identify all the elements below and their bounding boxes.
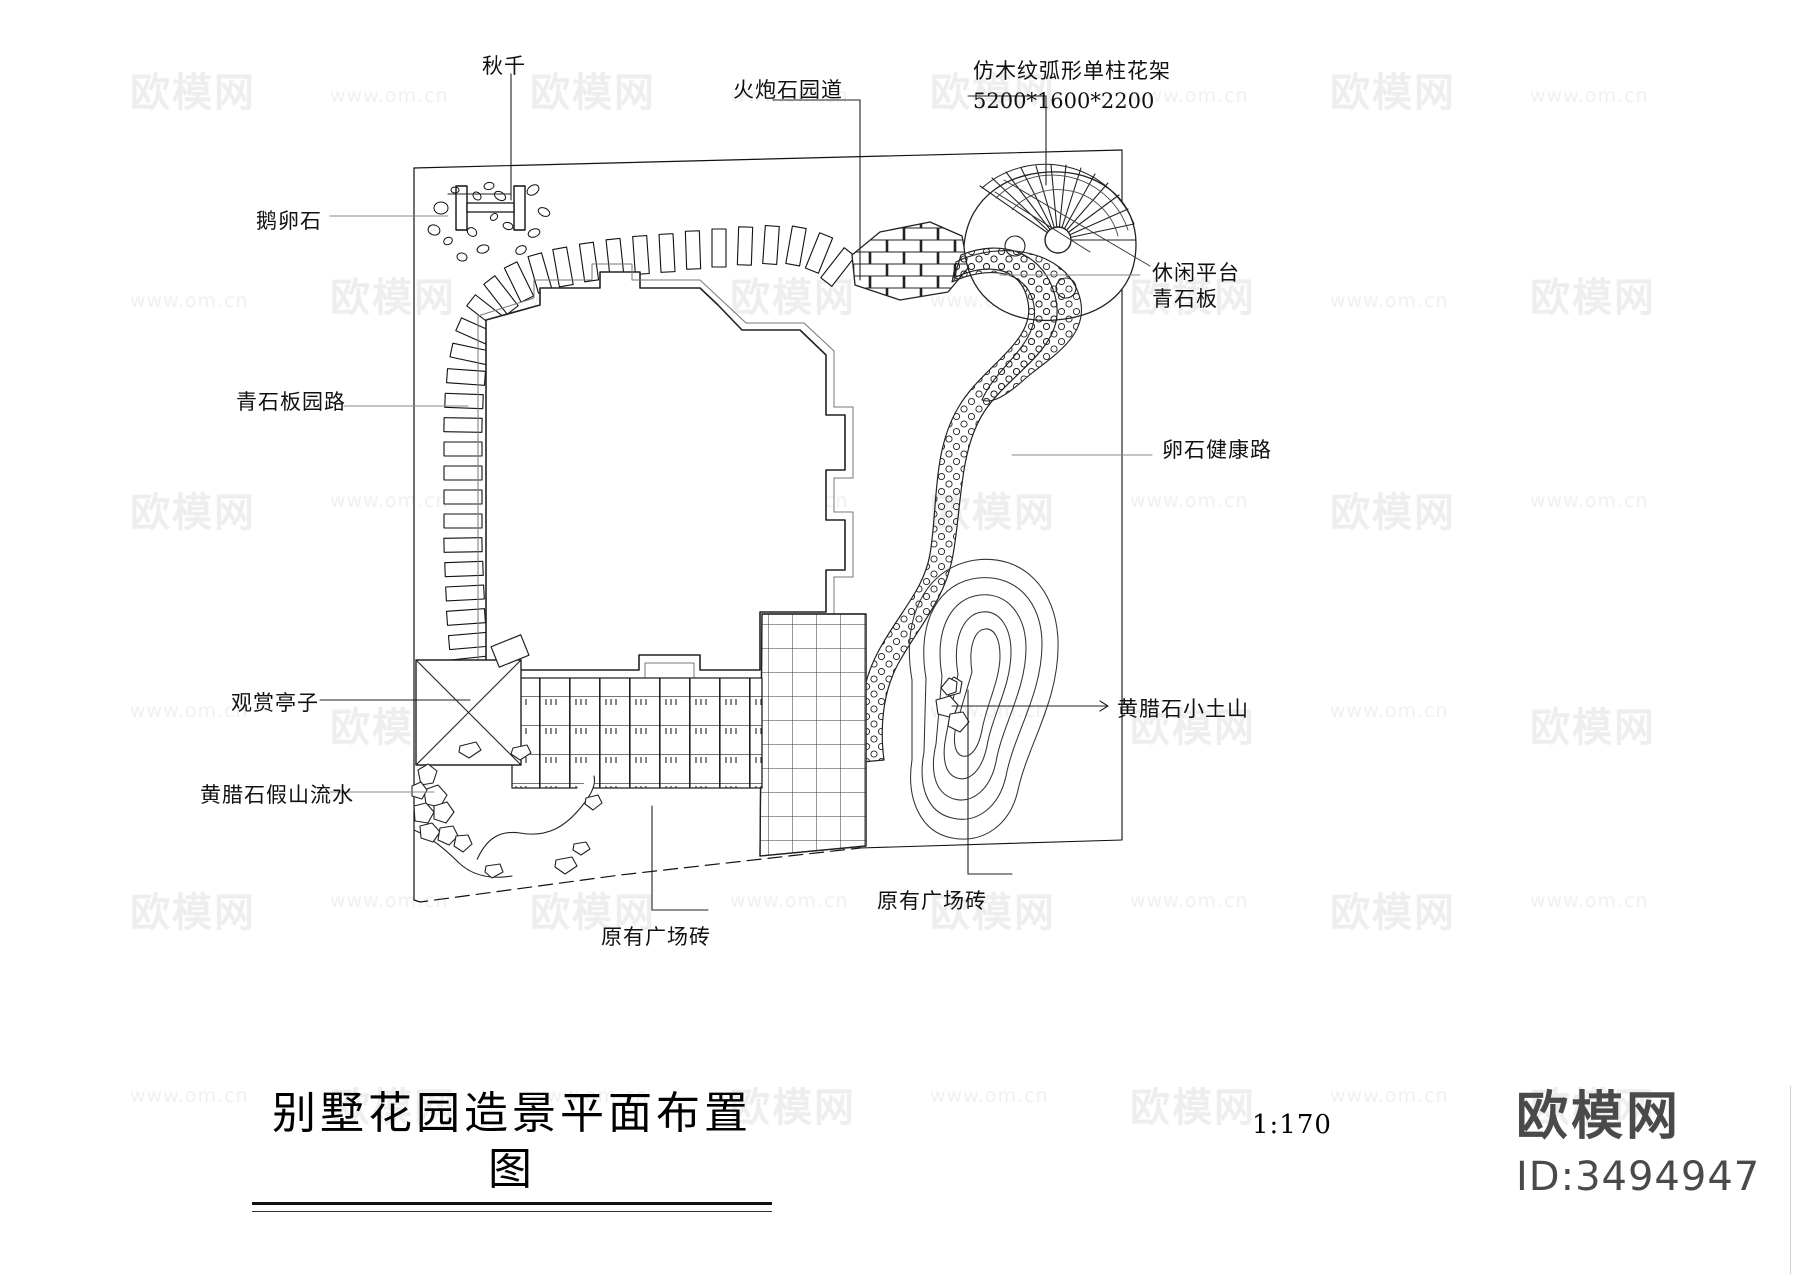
drawing-scale: 1:170: [1252, 1110, 1332, 1140]
annotation-pergola: 仿木纹弧形单柱花架: [973, 59, 1171, 83]
title-rule-primary: [252, 1202, 772, 1205]
annotation-bluestone-path: 青石板园路: [236, 390, 346, 414]
brand-divider: [1790, 1086, 1791, 1274]
annotation-swing: 秋千: [482, 54, 526, 78]
annotation-cobblestone: 鹅卵石: [256, 209, 322, 233]
annotation-stone-path: 火炮石园道: [733, 78, 843, 102]
annotation-leisure-slab: 青石板: [1152, 287, 1218, 311]
annotation-existing-pave-b: 原有广场砖: [877, 889, 987, 913]
annotation-rockery-water: 黄腊石假山流水: [200, 783, 354, 807]
brand-block: 欧模网 ID:3494947: [1516, 1088, 1778, 1202]
brand-name: 欧模网: [1516, 1087, 1682, 1147]
page-title: 别墅花园造景平面布置图: [272, 1088, 752, 1195]
title-block: 别墅花园造景平面布置图: [252, 1086, 772, 1212]
annotation-rock-hill: 黄腊石小土山: [1117, 697, 1249, 721]
annotation-pergola-size: 5200*1600*2200: [973, 89, 1155, 113]
annotation-leisure-deck: 休闲平台: [1152, 261, 1240, 285]
annotation-pavilion: 观赏亭子: [231, 691, 319, 715]
annotation-pebble-trail: 卵石健康路: [1162, 438, 1272, 462]
annotation-existing-pave-a: 原有广场砖: [601, 925, 711, 949]
title-rule-secondary: [252, 1211, 772, 1212]
brand-id: ID:3494947: [1516, 1154, 1761, 1200]
